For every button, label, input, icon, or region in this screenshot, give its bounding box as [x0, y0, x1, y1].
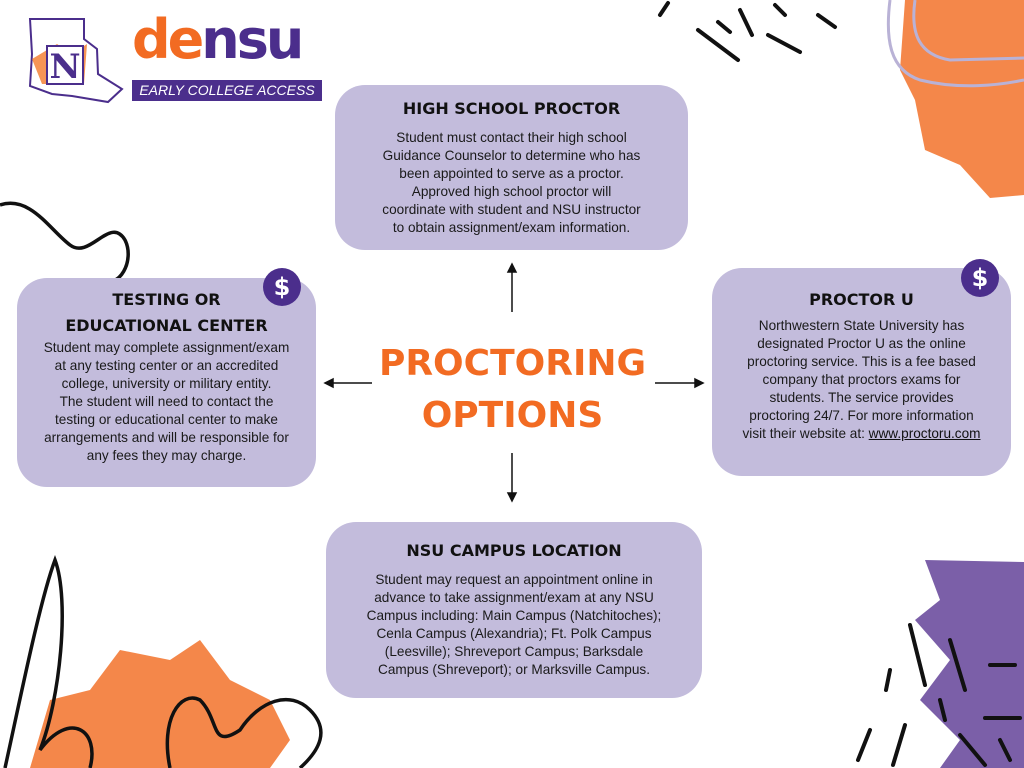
card-heading: HIGH SCHOOL PROCTOR	[402, 99, 621, 118]
text-line: college, university or military entity.	[61, 376, 272, 391]
text-line: designated Proctor U as the online	[757, 336, 966, 351]
proctoru-link[interactable]: www.proctoru.com	[868, 426, 981, 441]
brand-nsu: nsu	[201, 8, 304, 71]
testing-center-card: TESTING OR EDUCATIONAL CENTER Student ma…	[17, 278, 316, 487]
nsu-campus-card: NSU CAMPUS LOCATION Student may request …	[326, 522, 702, 698]
proctor-u-card: PROCTOR U Northwestern State University …	[712, 268, 1011, 476]
text-line: proctoring 24/7. For more information	[749, 408, 974, 423]
text-line: (Leesville); Shreveport Campus; Barksdal…	[384, 644, 644, 659]
title-line: PROCTORING	[378, 343, 647, 384]
text-line: The student will need to contact the	[59, 394, 274, 409]
text-line: students. The service provides	[769, 390, 954, 405]
text-line: to obtain assignment/exam information.	[392, 220, 631, 235]
text-line: Campus (Shreveport); or Marksville Campu…	[378, 662, 650, 677]
text-line: arrangements and will be responsible for	[44, 430, 289, 445]
brand-de: de	[132, 8, 204, 71]
title-line: OPTIONS	[421, 395, 604, 436]
main-title: PROCTORING OPTIONS	[360, 338, 665, 442]
arrows	[323, 262, 705, 503]
text-line: Student must contact their high school	[396, 130, 627, 145]
nsu-louisiana-emblem: N	[28, 18, 124, 104]
svg-text:N: N	[49, 47, 80, 87]
text-line: Campus including: Main Campus (Natchitoc…	[366, 608, 662, 623]
text-line: visit their website at:	[742, 426, 869, 441]
card-heading: TESTING OR	[112, 290, 221, 309]
text-line: Student may request an appointment onlin…	[375, 572, 653, 587]
text-line: been appointed to serve as a proctor.	[399, 166, 624, 181]
card-heading: PROCTOR U	[809, 290, 914, 309]
text-line: Student may complete assignment/exam	[43, 340, 290, 355]
text-line: Guidance Counselor to determine who has	[382, 148, 641, 163]
dollar-fee-icon: $	[961, 259, 999, 297]
text-line: at any testing center or an accredited	[54, 358, 279, 373]
card-heading: NSU CAMPUS LOCATION	[406, 541, 622, 560]
densu-logo: N densu EARLY COLLEGE ACCESS	[12, 8, 324, 106]
text-line: Approved high school proctor will	[411, 184, 612, 199]
dollar-fee-icon: $	[263, 268, 301, 306]
tagline: EARLY COLLEGE ACCESS	[132, 80, 322, 101]
text-line: testing or educational center to make	[55, 412, 278, 427]
text-line: Northwestern State University has	[758, 318, 965, 333]
text-line: any fees they may charge.	[86, 448, 247, 463]
text-line: proctoring service. This is a fee based	[747, 354, 976, 369]
high-school-proctor-card: HIGH SCHOOL PROCTOR Student must contact…	[335, 85, 688, 250]
card-heading: EDUCATIONAL CENTER	[65, 316, 268, 335]
text-line: coordinate with student and NSU instruct…	[382, 202, 641, 217]
text-line: company that proctors exams for	[762, 372, 961, 387]
text-line: Cenla Campus (Alexandria); Ft. Polk Camp…	[376, 626, 652, 641]
text-line: advance to take assignment/exam at any N…	[374, 590, 654, 605]
